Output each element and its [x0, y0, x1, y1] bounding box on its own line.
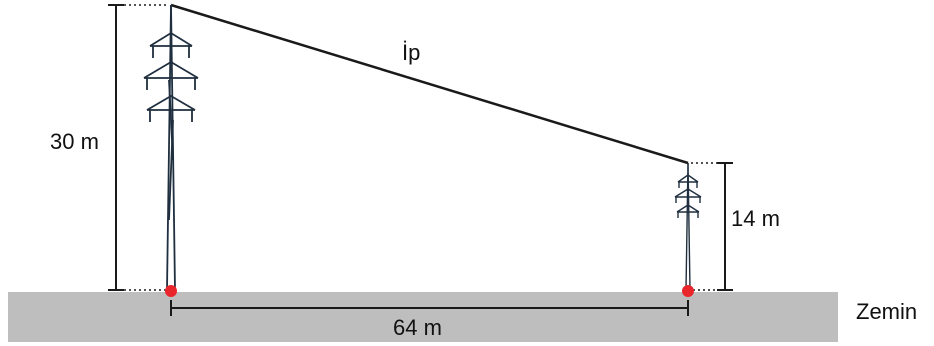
- tall-height-label: 30 m: [50, 129, 99, 154]
- tall-height-dimension: [108, 4, 168, 291]
- distance-dimension: [170, 300, 689, 316]
- ground-label: Zemin: [856, 299, 917, 324]
- tall-base-marker: [165, 285, 177, 297]
- rope-line: [170, 3, 689, 165]
- short-base-marker: [682, 285, 694, 297]
- short-height-dimension: [691, 162, 733, 291]
- tall-pylon-icon: [143, 4, 199, 291]
- short-pylon-icon: [674, 162, 702, 291]
- short-height-label: 14 m: [731, 206, 780, 231]
- distance-label: 64 m: [393, 315, 442, 340]
- ground-strip: [8, 292, 838, 342]
- rope-label: İp: [402, 40, 420, 65]
